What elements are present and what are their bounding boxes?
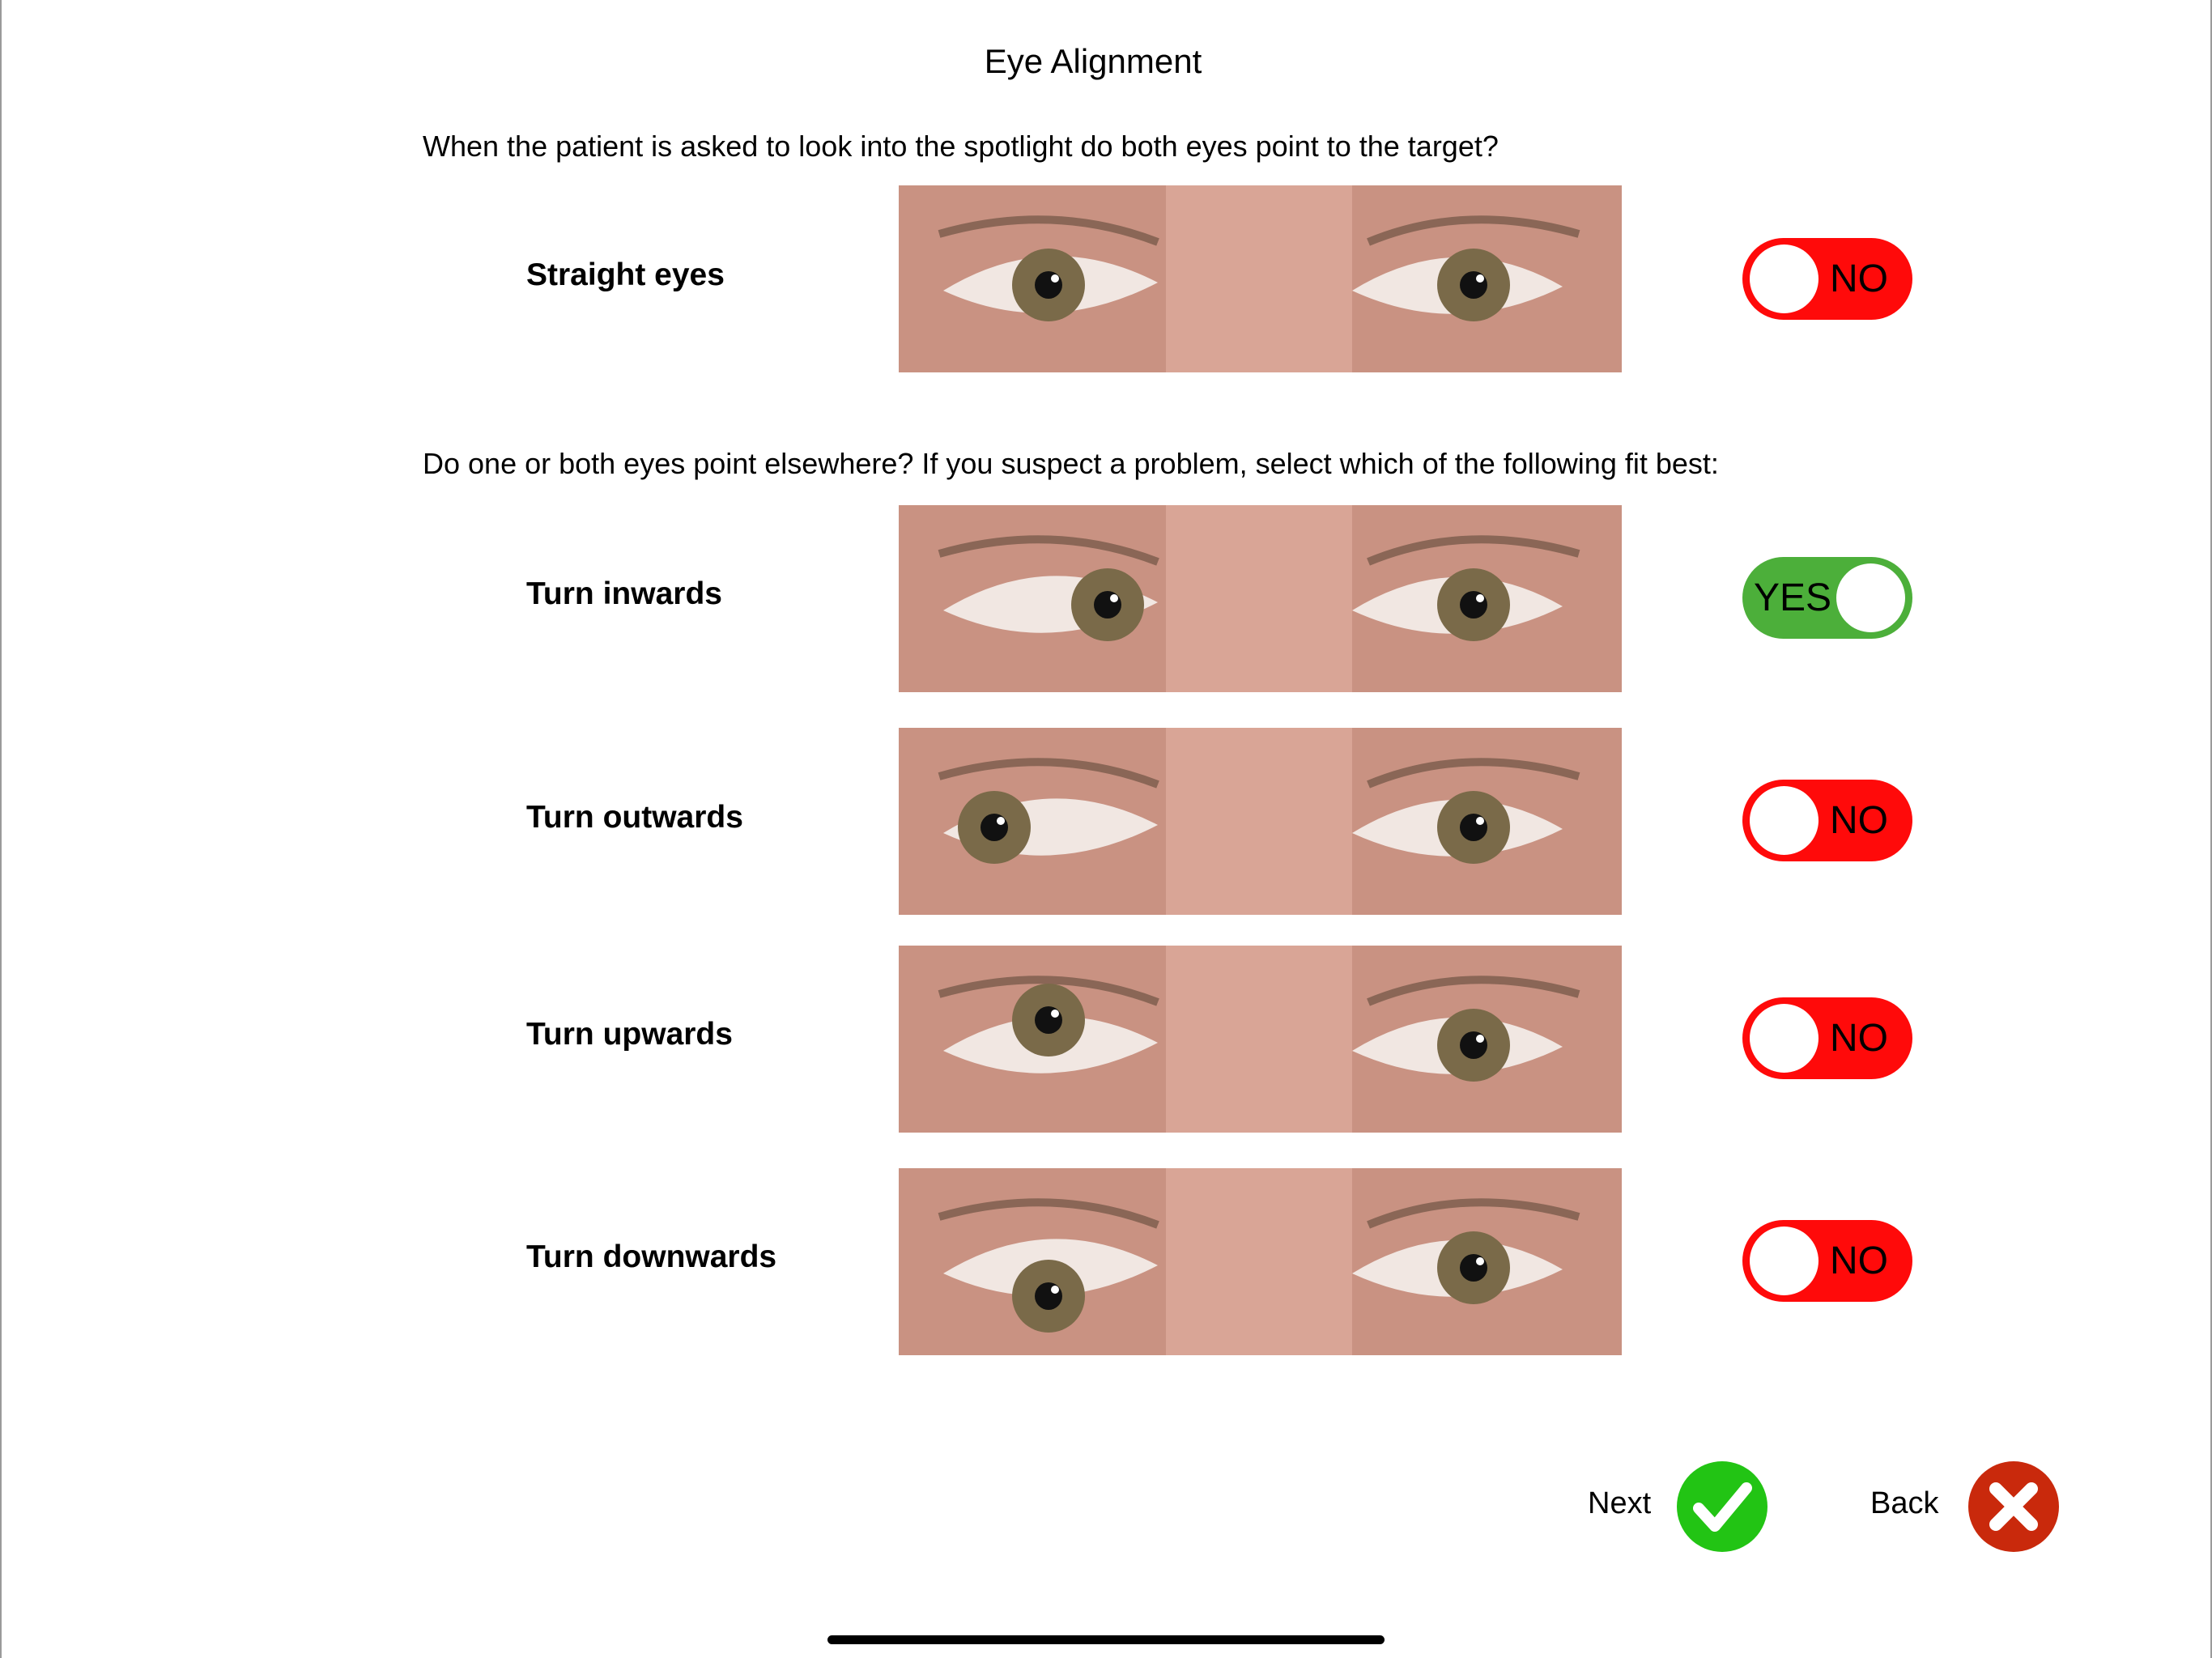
toggle-turn-inwards[interactable]: YES: [1742, 557, 1912, 639]
toggle-straight-eyes[interactable]: NO: [1742, 238, 1912, 320]
eyes-turn-downwards-photo: [899, 1168, 1622, 1355]
toggle-state-label: NO: [1830, 257, 1888, 300]
row-label-turn-downwards: Turn downwards: [526, 1239, 777, 1274]
back-button[interactable]: [1968, 1461, 2059, 1552]
next-button[interactable]: [1677, 1461, 1767, 1552]
row-label-straight-eyes: Straight eyes: [526, 257, 725, 292]
left-frame-edge: [0, 0, 2, 1658]
next-label[interactable]: Next: [1588, 1486, 1652, 1520]
eyes-turn-inwards-photo: [899, 505, 1622, 692]
toggle-turn-outwards[interactable]: NO: [1742, 780, 1912, 861]
toggle-state-label: YES: [1754, 576, 1832, 619]
toggle-state-label: NO: [1830, 799, 1888, 842]
toggle-state-label: NO: [1830, 1239, 1888, 1282]
eyes-turn-outwards-photo: [899, 728, 1622, 915]
row-label-turn-outwards: Turn outwards: [526, 800, 743, 835]
toggle-knob: [1750, 244, 1819, 313]
page-title: Eye Alignment: [984, 42, 1202, 80]
toggle-turn-downwards[interactable]: NO: [1742, 1220, 1912, 1302]
home-indicator[interactable]: [827, 1635, 1385, 1644]
question-deviation: Do one or both eyes point elsewhere? If …: [423, 447, 1719, 480]
back-label[interactable]: Back: [1870, 1486, 1939, 1520]
toggle-turn-upwards[interactable]: NO: [1742, 997, 1912, 1079]
row-label-turn-upwards: Turn upwards: [526, 1017, 733, 1052]
eyes-turn-upwards-photo: [899, 946, 1622, 1133]
close-icon: [1989, 1482, 2038, 1531]
row-label-turn-inwards: Turn inwards: [526, 576, 722, 611]
toggle-knob: [1750, 1226, 1819, 1295]
check-icon: [1693, 1482, 1752, 1532]
eyes-straight-photo: [899, 185, 1622, 372]
toggle-knob: [1750, 786, 1819, 855]
toggle-state-label: NO: [1830, 1017, 1888, 1060]
toggle-knob: [1750, 1004, 1819, 1073]
right-frame-edge: [2210, 0, 2212, 1658]
toggle-knob: [1836, 563, 1905, 632]
question-straight: When the patient is asked to look into t…: [423, 130, 1499, 163]
